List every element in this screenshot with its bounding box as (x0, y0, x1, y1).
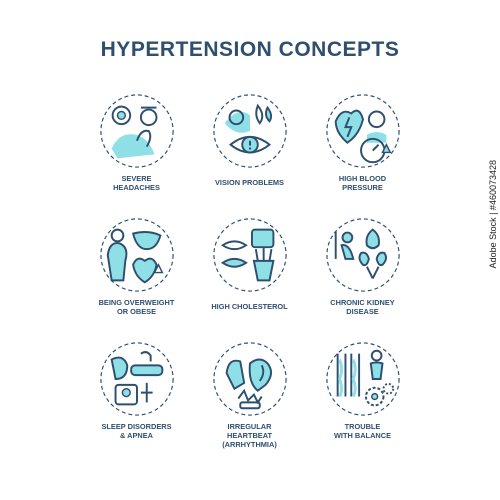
cholesterol-icon (212, 218, 287, 292)
kidney-icon (325, 218, 400, 292)
concept-sleep-apnea: SLEEP DISORDERS& APNEA (80, 340, 193, 464)
balance-icon (325, 342, 400, 416)
concept-vision-problems: VISION PROBLEMS (193, 92, 306, 216)
concept-label: VISION PROBLEMS (215, 178, 284, 187)
stock-watermark: Adobe Stock | #460073428 (488, 160, 498, 269)
concept-high-cholesterol: HIGH CHOLESTEROL (193, 216, 306, 340)
sleep-apnea-icon (99, 342, 174, 416)
arrhythmia-icon (212, 342, 287, 416)
blood-pressure-icon (325, 94, 400, 168)
concept-label: HIGH CHOLESTEROL (211, 302, 288, 311)
vision-icon (212, 94, 287, 168)
overweight-icon (99, 218, 174, 292)
page-title: HYPERTENSION CONCEPTS (100, 38, 400, 61)
concept-label: SLEEP DISORDERS& APNEA (101, 422, 172, 440)
headache-icon (99, 94, 174, 168)
